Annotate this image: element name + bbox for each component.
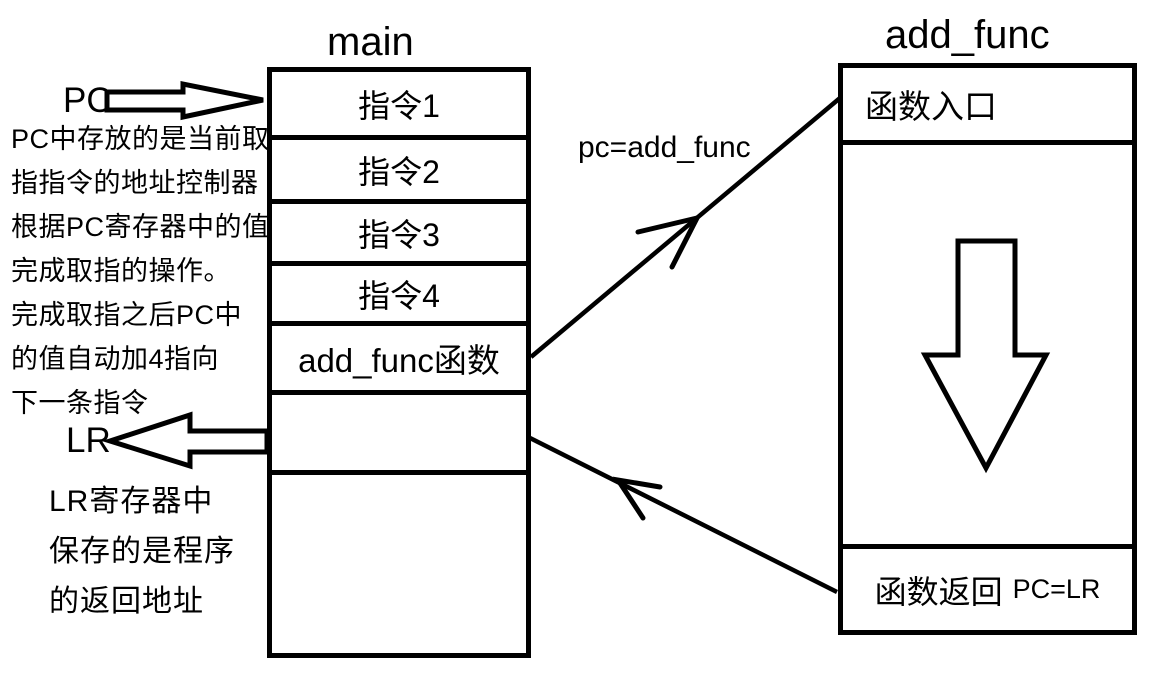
add-func-call-row: add_func函数 bbox=[272, 326, 526, 395]
function-return-label: 函数返回 bbox=[874, 573, 1003, 610]
lr-description: LR寄存器中 保存的是程序 的返回地址 bbox=[49, 477, 235, 627]
lr-arrow-icon bbox=[101, 411, 270, 470]
lr-register-label: LR bbox=[66, 421, 111, 460]
main-box: 指令1 指令2 指令3 指令4 add_func函数 bbox=[267, 67, 531, 658]
call-arrow-label: pc=add_func bbox=[578, 131, 751, 164]
return-arrowhead-icon bbox=[612, 476, 663, 521]
lr-description-line: LR寄存器中 bbox=[49, 485, 214, 518]
return-target-row bbox=[272, 395, 526, 475]
instruction-row-1: 指令1 bbox=[272, 72, 526, 140]
instruction-row-3: 指令3 bbox=[272, 204, 526, 266]
instruction-row-2: 指令2 bbox=[272, 140, 526, 204]
pc-description: PC中存放的是当前取 指指令的地址控制器 根据PC寄存器中的值 完成取指的操作。… bbox=[11, 117, 270, 425]
pc-description-line: 完成取指之后PC中 bbox=[11, 300, 243, 330]
pc-description-line: 下一条指令 bbox=[11, 388, 149, 418]
call-arrow bbox=[529, 96, 842, 359]
pc-register-label: PC bbox=[63, 81, 112, 120]
instruction-row-4: 指令4 bbox=[272, 266, 526, 326]
function-body-area bbox=[843, 145, 1132, 549]
return-arrow-line bbox=[526, 434, 839, 595]
main-box-title: main bbox=[327, 20, 414, 64]
lr-description-line: 保存的是程序 bbox=[49, 535, 235, 568]
pc-description-line: 的值自动加4指向 bbox=[11, 344, 220, 374]
function-entry-row: 函数入口 bbox=[843, 68, 1132, 145]
pc-description-line: 完成取指的操作。 bbox=[11, 256, 231, 286]
return-arrow bbox=[526, 434, 839, 595]
pc-description-line: PC中存放的是当前取 bbox=[11, 124, 270, 154]
pc-description-line: 根据PC寄存器中的值 bbox=[11, 212, 270, 242]
pc-arrow-icon bbox=[104, 80, 264, 121]
pc-description-line: 指指令的地址控制器 bbox=[11, 168, 259, 198]
lr-description-line: 的返回地址 bbox=[49, 585, 204, 618]
call-arrowhead-icon bbox=[635, 214, 702, 270]
add-func-box-title: add_func bbox=[885, 13, 1050, 57]
function-return-row: 函数返回 PC=LR bbox=[843, 549, 1132, 630]
call-arrow-line bbox=[529, 96, 842, 359]
flow-down-arrow-icon bbox=[920, 238, 1051, 474]
pc-equals-lr-annotation: PC=LR bbox=[1012, 574, 1101, 604]
